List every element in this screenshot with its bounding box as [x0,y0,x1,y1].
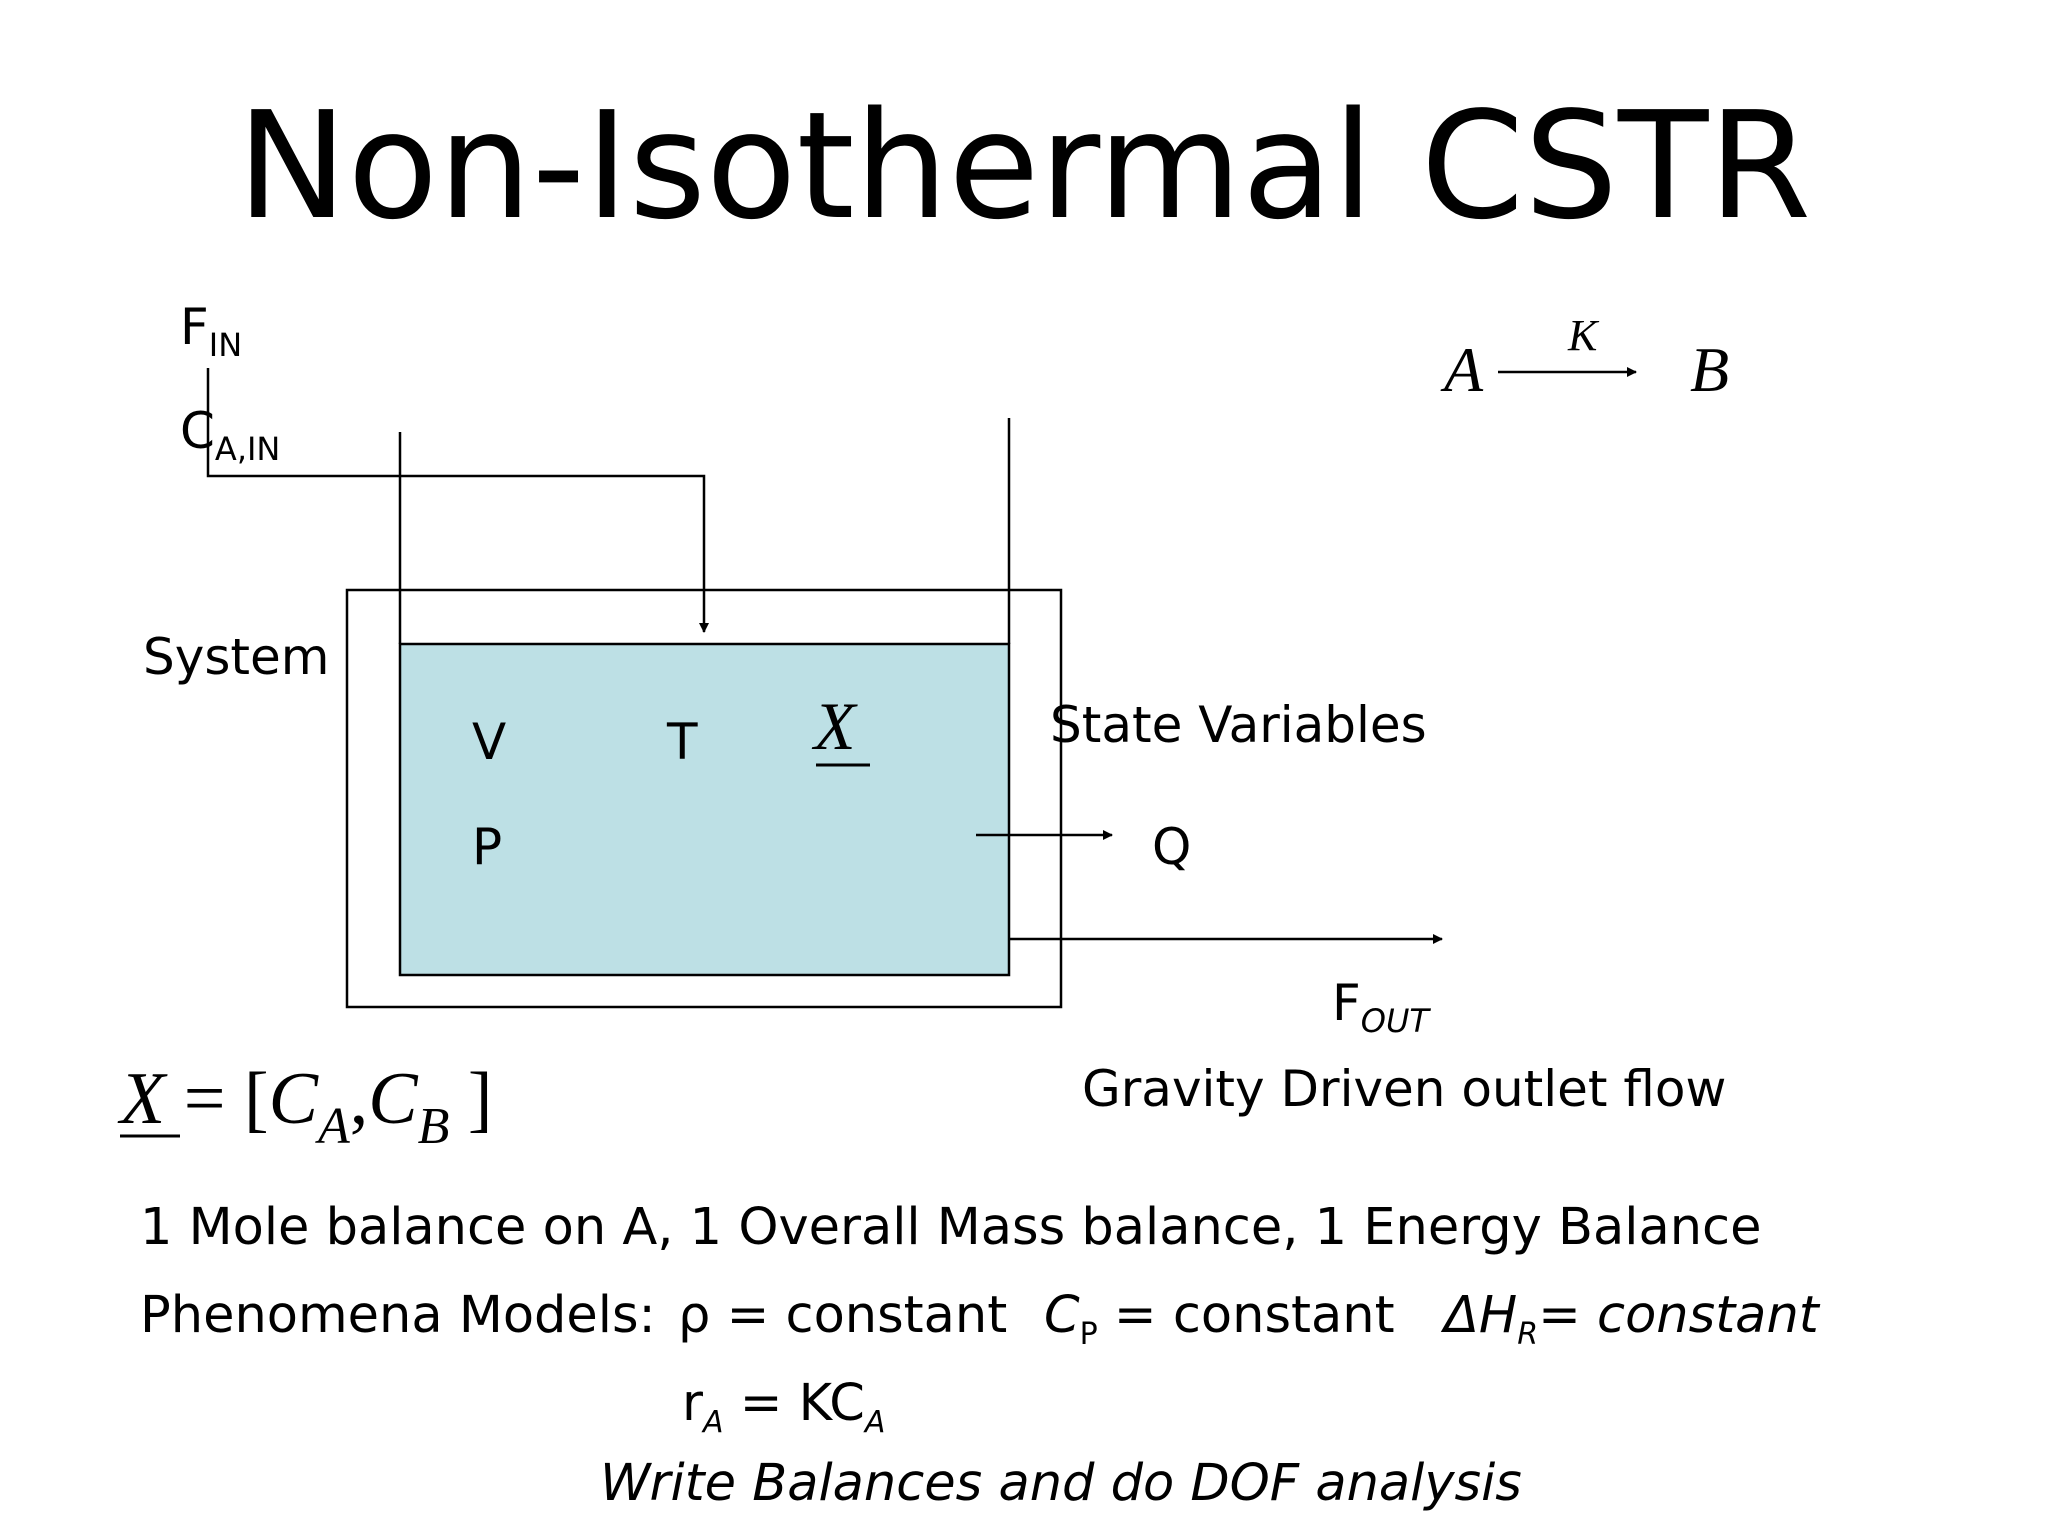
tank-liquid [398,642,1011,977]
state-vector-equation: X = [CA,CB ] [120,1058,493,1155]
inlet-concentration-label: CA,IN [180,402,281,468]
state-vector-symbol: X [814,688,856,764]
task-instruction: Write Balances and do DOF analysis [600,1454,1522,1513]
heat-label: Q [1152,818,1192,876]
heat-capacity-model: CP = constant [1044,1286,1395,1352]
reaction-rate-constant: K [1568,311,1598,360]
pressure-label: P [472,818,503,876]
temperature-label: T [667,713,698,771]
inlet-feed-line [206,368,709,633]
inlet-flow-label: FIN [180,298,243,364]
system-label: System [143,628,330,686]
slide-title: Non-Isothermal CSTR [236,80,1812,252]
outlet-flow-label: FOUT [1332,974,1429,1040]
reaction-enthalpy-model: ΔHR= constant [1444,1286,1819,1352]
reaction-reactant: A [1444,334,1484,405]
gravity-flow-label: Gravity Driven outlet flow [1082,1060,1727,1118]
reaction-product: B [1690,334,1730,405]
rate-law-model: rA = KCA [682,1374,886,1440]
density-model: ρ = constant [678,1286,1008,1345]
volume-label: V [472,713,507,771]
balances-text: 1 Mole balance on A, 1 Overall Mass bala… [140,1198,1762,1257]
state-variables-label: State Variables [1050,696,1427,754]
phenomena-label: Phenomena Models: [140,1286,656,1345]
